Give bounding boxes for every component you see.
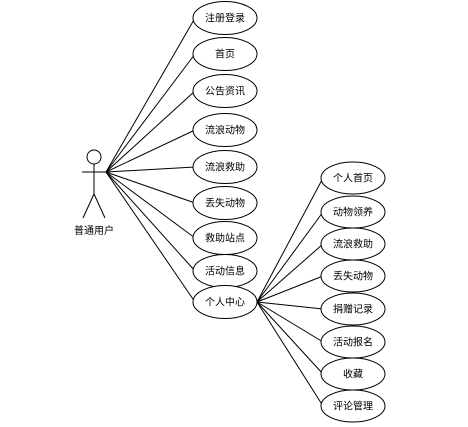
use-case-ellipse [192,37,258,71]
association-line [105,171,196,239]
use-case-label: 活动报名 [333,336,373,349]
use-case-ellipse [192,186,258,220]
use-case-label: 个人中心 [205,296,245,309]
use-case-label: 公告资讯 [205,85,245,98]
use-case-label: 注册登录 [205,12,245,25]
use-case-label: 救助站点 [205,232,245,245]
sub-use-case-s1: 个人首页 [320,161,386,195]
use-case-label: 活动信息 [205,265,245,278]
association-line [105,90,196,173]
use-case-uc5: 流浪救助 [192,150,258,184]
use-case-label: 个人首页 [333,172,373,185]
use-case-ellipse [320,161,386,195]
actor-figure [82,149,106,219]
association-lines [105,17,324,407]
sub-use-case-s4: 丢失动物 [320,259,386,293]
use-case-label: 评论管理 [333,400,373,413]
actor-label: 普通用户 [74,224,114,237]
sub-use-case-s5: 捐赠记录 [320,292,386,326]
use-case-label: 收藏 [343,368,363,381]
use-case-ellipse [320,259,386,293]
association-line [256,177,324,303]
use-case-uc7: 救助站点 [192,221,258,255]
association-line [256,301,324,343]
use-case-label: 捐赠记录 [333,303,373,316]
sub-use-case-s3: 流浪救助 [320,227,386,261]
sub-use-case-s2: 动物领养 [320,195,386,229]
association-line [105,53,196,173]
association-line [256,301,324,407]
use-case-uc3: 公告资讯 [192,74,258,108]
association-line [256,211,324,303]
use-case-ellipse [192,113,258,147]
association-line [105,166,196,173]
use-case-ellipse [192,150,258,184]
use-case-ellipse [320,292,386,326]
association-line [256,275,324,303]
association-line [105,17,196,173]
association-line [105,171,196,272]
use-case-label: 流浪救助 [333,238,373,251]
use-case-uc2: 首页 [192,37,258,71]
use-case-ellipse [192,285,258,319]
use-case-uc8: 活动信息 [192,254,258,288]
use-case-uc6: 丢失动物 [192,186,258,220]
association-line [105,171,196,204]
association-line [256,243,324,303]
use-case-ellipse [192,74,258,108]
use-case-label: 丢失动物 [205,197,245,210]
association-line [256,301,324,310]
sub-use-case-s6: 活动报名 [320,325,386,359]
sub-use-case-s7: 收藏 [320,357,386,391]
sub-use-case-s8: 评论管理 [320,389,386,423]
use-case-uc1: 注册登录 [192,1,258,35]
use-case-label: 流浪救助 [205,161,245,174]
use-case-uc4: 流浪动物 [192,113,258,147]
use-case-uc9: 个人中心 [192,285,258,319]
use-case-ellipse [192,1,258,35]
use-case-label: 丢失动物 [333,270,373,283]
use-case-label: 流浪动物 [205,124,245,137]
use-case-label: 首页 [215,48,235,61]
use-case-label: 动物领养 [333,206,373,219]
association-line [105,171,196,303]
association-line [105,129,196,173]
association-line [256,301,324,375]
use-case-ellipse [320,389,386,423]
